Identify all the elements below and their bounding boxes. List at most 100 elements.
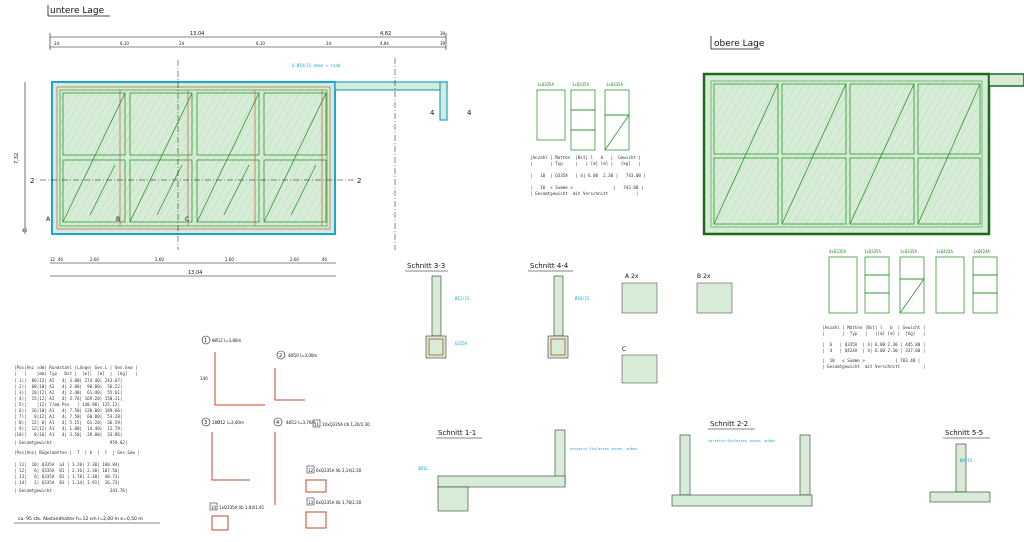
sec-11: Schnitt 1-1 [438, 429, 476, 437]
note-6: versetzt Einlassen innen, außen [570, 447, 637, 451]
sched-m1: | 11| 10| Q335A a3 | 1.20| 2.30| 160.84| [14, 462, 120, 467]
dim-b-5: 2,60 [225, 257, 234, 262]
dim-seg-3: 24 [179, 41, 185, 46]
mesh-list-a: 1xQ335A 1xQ335A 1xQ335A |Anzahl | Matten… [530, 82, 646, 196]
dim-seg-7: 39 [440, 41, 446, 46]
shape-1-num: 1 [204, 338, 207, 344]
mesh-b-h5: 1xQ424A [973, 249, 990, 254]
mark-2-right: 2 [357, 177, 361, 185]
mark-b: B [116, 216, 120, 223]
note-7: versetzt Einlassen innen, außen [708, 439, 775, 443]
mesh-b-h1: 4xQ335A [829, 249, 846, 254]
footer-note: ca. 95 stk. Abstandhalter h=12 cm l=2,00… [18, 516, 143, 522]
title-upper: obere Lage [714, 39, 765, 49]
sched-r3: | 3)| 28|12| A2 4| 2.40| 61.40| 55.61| [14, 390, 122, 395]
plan-lower: 13,04 4,82 39 24 6,10 24 6,10 24 4,84 39 [14, 31, 472, 277]
shape-13-spec: 6xQ335A l/b 1,78/2,30 [316, 500, 362, 505]
shape-14-num: 14 [211, 505, 217, 510]
sec-a: A 2x [625, 273, 639, 280]
mesh-b-row1: | 6 | Q335A | 4| 6.00 2.30 | 445.80 | [822, 342, 925, 347]
shape-3-spec: 28Ø12 l=2,40m [212, 420, 244, 425]
mesh-a-h1: 1xQ335A [537, 82, 554, 87]
dim-bottom-total: 13,04 [188, 270, 202, 276]
shape-2-num: 2 [279, 353, 282, 359]
sec-22: Schnitt 2-2 [710, 420, 748, 428]
sched-mh: |Pos|Anz| Bügelmatten | T | b | l | Ges.… [14, 450, 140, 455]
mesh-a-h3: 1xQ335A [606, 82, 623, 87]
mesh-a-th: |Anzahl | Matten |Bst| l b | Gewicht | [530, 155, 641, 160]
note-5: Ø8/15 [960, 458, 973, 463]
dim-seg-6: 4,84 [380, 41, 389, 46]
dim-b-1: 12 [50, 257, 56, 262]
shape-11-num: 11 [314, 422, 320, 427]
sched-r8: | 8)| 12| 8| A1 4| 5.15| 61.20| 36.59| [14, 420, 122, 425]
dim-b-6: 2,60 [290, 257, 299, 262]
dim-top-total: 13,04 [190, 31, 204, 37]
mark-c: C [185, 216, 189, 223]
dim-b-7: 40 [322, 257, 328, 262]
mesh-b-row2: | 4 | Q424A | 4| 6.00 2.30 | 337.60 | [822, 348, 925, 353]
shape-13-num: 13 [308, 500, 314, 505]
note-1: Ø12/15 [455, 296, 470, 301]
dim-left-small: 40 [22, 228, 28, 233]
dim-top-right: 4,82 [380, 31, 391, 37]
sched-r10: |10)| 8|16| A1 4| 3.50| 28.00| 33.86| [14, 432, 122, 437]
dim-b-3: 2,60 [90, 257, 99, 262]
sec-44: Schnitt 4-4 [530, 262, 569, 270]
sections: Schnitt 3-3 Schnitt 4-4 A 2x B 2x C Schn… [405, 262, 991, 512]
sched-r5: | 5)| |12| 7/mm Pos | 148.90| 125.12| [14, 402, 120, 407]
shape-4-num: 4 [276, 420, 279, 426]
note-2: Ø16/15 [575, 296, 590, 301]
sec-55: Schnitt 5-5 [945, 429, 983, 437]
shape-1-dim: 140 [200, 376, 208, 381]
mesh-b-h4: 1xQ424A [936, 249, 953, 254]
plan-upper [702, 72, 1024, 236]
shape-2-spec: 4Ø10 l=3,00m [288, 353, 317, 358]
shape-3-num: 3 [204, 420, 207, 426]
sched-h1: |Pos|Anz |dm| Rundstahl |Länge| Ges.L | … [14, 365, 138, 370]
mesh-list-b: 4xQ335A 1xQ335A 1xQ335A 1xQ424A 1xQ424A … [822, 249, 998, 369]
dim-seg-4: 6,10 [256, 41, 265, 46]
shape-11-spec: 10xQ335A l/b 1,20/2,30 [322, 422, 370, 427]
mark-2-left: 2 [30, 177, 34, 185]
dim-seg-1: 24 [54, 41, 60, 46]
sched-r4: | 4)| 15|12| A2 4| 3.76| 169.20| 150.21| [14, 396, 122, 401]
sched-r2: | 2)| 68|10| A2 4| 2.80| 90.80| 56.22| [14, 384, 122, 389]
dim-left-height: 7,32 [14, 153, 20, 164]
shape-14-spec: 1xQ335A l/b 1,04/1,91 [219, 505, 265, 510]
dim-b-2: 40 [58, 257, 64, 262]
mesh-b-h2: 1xQ335A [864, 249, 881, 254]
mark-4: 4 [430, 109, 435, 117]
sched-sum: | Gesamtgewicht 959.02| [14, 440, 127, 445]
shape-12-spec: 6xQ335A l/b 2,14/2,30 [316, 468, 362, 473]
mesh-a-sum: | 10 < Summe > | 743.00 | [530, 185, 643, 190]
bar-shapes: 1 8Ø12 l=3,80m 140 2 4Ø10 l=3,00m 3 28Ø1… [200, 335, 370, 531]
sched-r7: | 7)| 8|12| A1 4| 7.50| 60.00| 53.28| [14, 414, 122, 419]
note-4: 4Ø12 [418, 466, 428, 471]
callout-top: 6-Ø14/15 oben + stab [292, 63, 341, 68]
sched-r9: | 9)| 12|12| A1 4| 1.80| 14.40| 12.79| [14, 426, 122, 431]
mesh-a-total: | Gesamtgewicht mit Verschnitt | [530, 191, 638, 196]
mesh-b-tu: | | Typ | |[m] [m] | [kg] | [822, 331, 925, 336]
sched-h2: | | |mm| Typ Bst | [m]| [m] | [kg] | [14, 371, 138, 376]
shape-12-num: 12 [308, 468, 314, 473]
bar-schedule: |Pos|Anz |dm| Rundstahl |Länge| Ges.L | … [14, 365, 140, 493]
dim-seg-2: 6,10 [120, 41, 129, 46]
shape-1-spec: 8Ø12 l=3,80m [212, 338, 241, 343]
mesh-a-row1: | 10 | Q335A | 4| 6.00 2.30 | 743.00 | [530, 173, 646, 178]
mesh-a-h2: 1xQ335A [572, 82, 589, 87]
mark-a: A [46, 216, 51, 223]
mesh-b-th: |Anzahl | Matten |Bst| l b | Gewicht | [822, 325, 925, 330]
mesh-a-tu: | | Typ | | [m] [m] | [kg] | [530, 161, 641, 166]
sched-m2: | 12| 6| Q335A B1 | 2.16| 2.30| 107.56| [14, 468, 120, 473]
title-lower: untere Lage [50, 6, 105, 16]
sched-m4: | 14| 2| Q335A B1 | 1.34| 1.91| 26.73| [14, 480, 120, 485]
note-3: Q335A [455, 341, 468, 346]
shape-4-spec: 4Ø12 l=3,76m [286, 420, 315, 425]
sec-c: C [622, 346, 626, 353]
dim-top-end: 39 [440, 31, 446, 36]
mesh-b-total: | Gesamtgewicht mit Verschnitt | [822, 364, 925, 369]
sched-r1: | 1)| 86|12| A2 4| 3.80| 274.40| 243.67| [14, 378, 122, 383]
dim-b-4: 2,60 [155, 257, 164, 262]
